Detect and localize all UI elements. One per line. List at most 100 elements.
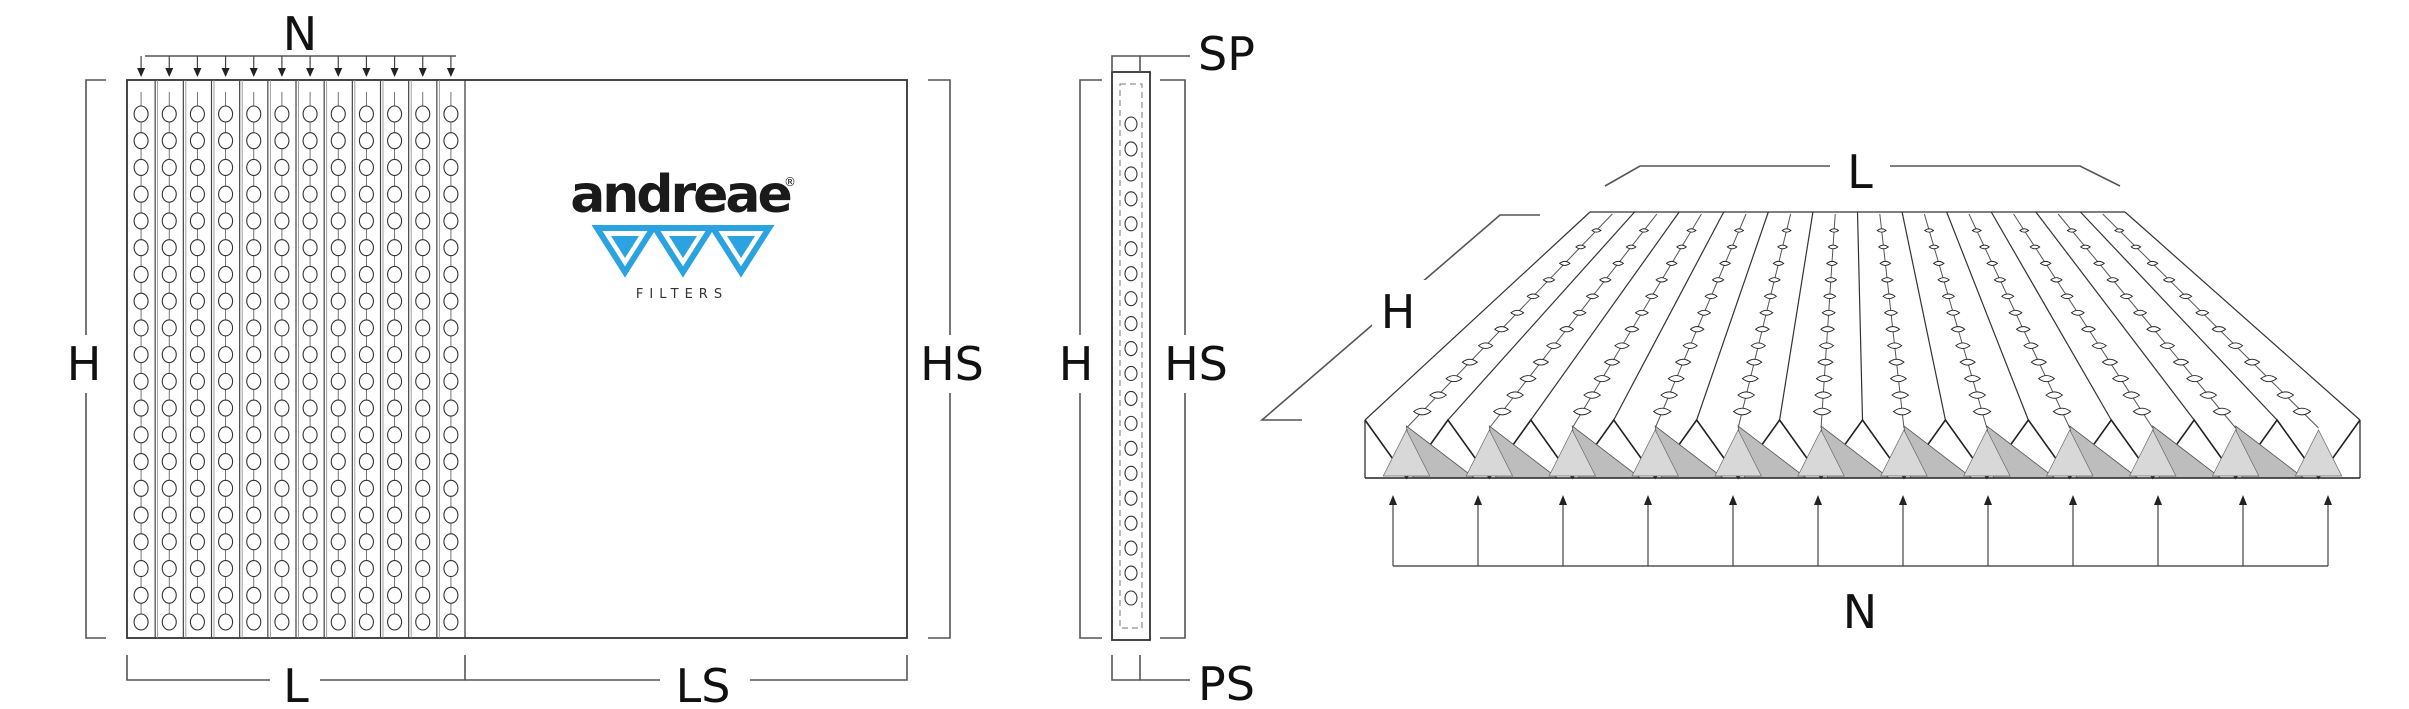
spacer-mark	[1759, 309, 1774, 316]
spacer-hole	[133, 346, 149, 364]
spacer-hole	[218, 372, 234, 390]
n-arrow-head	[193, 68, 202, 77]
spacer-hole	[443, 372, 459, 390]
spacer-mark	[1928, 244, 1940, 250]
spacer-hole	[358, 533, 374, 551]
n-arrow-head	[306, 68, 315, 77]
spacer-hole	[218, 586, 234, 604]
spacer-mark	[1828, 228, 1840, 233]
spacer-mark	[1665, 260, 1678, 266]
spacer-mark	[2023, 342, 2039, 349]
spacer-hole	[274, 185, 290, 203]
spacer-mark	[1704, 293, 1718, 300]
spacer-hole	[218, 132, 234, 150]
spacer-hole	[387, 158, 403, 177]
front-h-label: H	[67, 337, 102, 391]
spacer-mark	[1655, 277, 1669, 283]
pleat-edge	[2079, 211, 2278, 421]
spacer-hole	[189, 185, 205, 203]
spacer-hole	[274, 506, 290, 524]
spacer-mark	[1494, 326, 1509, 333]
spacer-mark	[1888, 358, 1905, 366]
spacer-hole	[302, 319, 318, 337]
spacer-mark	[2179, 293, 2193, 300]
n-arrow-head	[1814, 495, 1822, 505]
spacer-hole	[161, 533, 177, 551]
spacer-hole	[302, 559, 318, 578]
spacer-hole	[415, 132, 431, 150]
spacer-hole	[415, 158, 431, 177]
spacer-hole	[189, 372, 205, 390]
spacer-hole	[246, 613, 262, 631]
spacer-hole	[358, 105, 374, 123]
spacer-hole	[302, 533, 318, 551]
spacer-hole	[161, 185, 177, 203]
spacer-hole	[218, 292, 234, 310]
spacer-hole	[161, 559, 177, 578]
spacer-mark	[2015, 326, 2031, 333]
spacer-mark	[1772, 260, 1785, 266]
spacer-hole	[415, 533, 431, 551]
spacer-mark	[2195, 309, 2210, 316]
spacer-mark	[1674, 358, 1692, 366]
logo-triangle-inner	[727, 236, 755, 258]
side-hole	[1124, 141, 1138, 157]
spacer-hole	[387, 239, 403, 257]
spacer-mark	[1676, 244, 1688, 250]
spacer-hole	[358, 399, 374, 417]
spacer-mark	[1634, 309, 1649, 316]
spacer-mark	[1827, 244, 1839, 250]
front-zigzag	[1364, 418, 2361, 480]
persp-n-dimension	[1389, 495, 2332, 567]
media-cone	[1714, 429, 1762, 477]
spacer-hole	[133, 212, 149, 230]
spacer-mark	[2052, 407, 2072, 416]
n-arrow-head	[1984, 495, 1992, 505]
spacer-mark	[1924, 228, 1935, 233]
spacer-hole	[189, 265, 205, 283]
spacer-hole	[443, 292, 459, 310]
spacer-hole	[246, 292, 262, 310]
spacer-hole	[330, 158, 346, 177]
pleat-edge	[1990, 211, 2112, 421]
n-arrow-head	[165, 68, 174, 77]
spacer-hole	[302, 453, 318, 471]
spacer-mark	[1445, 375, 1463, 383]
side-h-label: H	[1059, 337, 1094, 391]
spacer-mark	[2211, 326, 2227, 333]
spacer-hole	[415, 185, 431, 203]
persp-h-label: H	[1381, 285, 1416, 339]
spacer-mark	[1777, 244, 1789, 250]
spacer-mark	[1883, 309, 1899, 316]
logo-subtitle: FILTERS	[636, 287, 728, 302]
spacer-mark	[1993, 277, 2007, 283]
spacer-hole	[302, 132, 318, 150]
spacer-hole	[415, 319, 431, 337]
spacer-hole	[246, 372, 262, 390]
spacer-mark	[1826, 260, 1838, 266]
spacer-hole	[246, 399, 262, 417]
spacer-mark	[2091, 342, 2108, 349]
pleat-edge	[1946, 211, 2029, 421]
spacer-mark	[1719, 260, 1732, 266]
spacer-mark	[1823, 293, 1837, 300]
spacer-hole	[133, 506, 149, 524]
n-arrow-head	[249, 68, 258, 77]
pleat-edge	[2035, 211, 2195, 421]
spacer-hole	[330, 265, 346, 283]
spacer-mark	[2159, 342, 2176, 349]
spacer-hole	[302, 399, 318, 417]
spacer-mark	[1886, 342, 1903, 349]
side-ps-label: PS	[1198, 657, 1255, 709]
n-arrow-head	[2154, 495, 2162, 505]
spacer-hole	[133, 613, 149, 631]
spacer-hole	[443, 132, 459, 150]
n-arrow-head	[1729, 495, 1737, 505]
n-arrow-head	[137, 68, 146, 77]
front-panel-outline	[126, 79, 908, 639]
spacer-hole	[133, 105, 149, 123]
spacer-mark	[1824, 277, 1838, 283]
spacer-hole	[246, 479, 262, 497]
spacer-hole	[161, 372, 177, 390]
n-arrow-head	[446, 68, 455, 77]
